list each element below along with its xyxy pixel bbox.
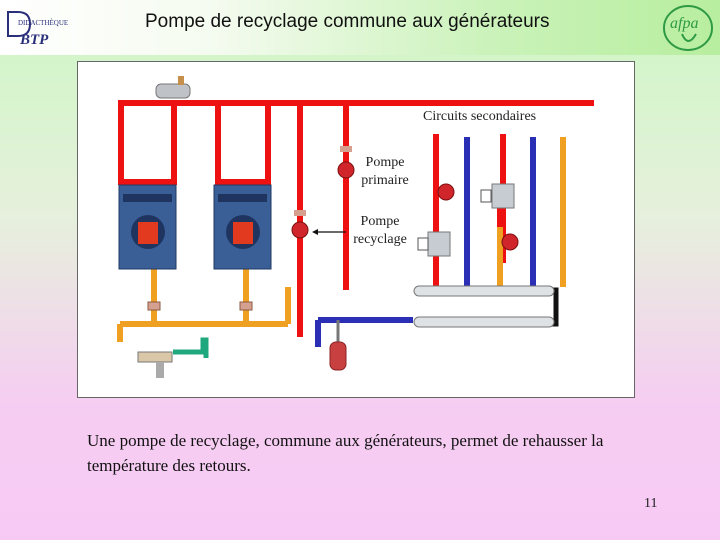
label-primary-pump-line2: primaire bbox=[361, 173, 409, 188]
page-title: Pompe de recyclage commune aux générateu… bbox=[145, 11, 550, 32]
collectors bbox=[413, 285, 555, 328]
top-expansion-vessel bbox=[155, 76, 191, 99]
page-number: 11 bbox=[644, 496, 658, 511]
secondary-pump-1 bbox=[437, 183, 455, 201]
bottom-expansion-vessel bbox=[329, 320, 347, 371]
logo-left-line1: DIDACTHÈQUE bbox=[18, 19, 68, 27]
recycling-pump bbox=[291, 210, 309, 239]
logo-right-text: afpa bbox=[670, 15, 698, 32]
didactheque-btp-logo: DIDACTHÈQUE BTP bbox=[7, 11, 68, 48]
filling-unit bbox=[137, 351, 173, 378]
primary-pump bbox=[337, 146, 355, 179]
logo-left-line2: BTP bbox=[19, 32, 49, 48]
caption: Une pompe de recyclage, commune aux géné… bbox=[87, 431, 604, 475]
three-way-valve-1 bbox=[480, 183, 515, 209]
schematic-svg bbox=[117, 76, 594, 378]
three-way-valve-2 bbox=[417, 231, 451, 257]
afpa-logo: afpa bbox=[663, 5, 713, 51]
hydraulic-diagram: Circuits secondaires Pompe primaire Pomp… bbox=[77, 61, 635, 398]
label-recycling-pump-line1: Pompe bbox=[360, 214, 400, 229]
return-pipes bbox=[117, 137, 566, 342]
label-recycling-pump: Pompe recyclage bbox=[348, 213, 412, 249]
secondary-pump-2 bbox=[501, 233, 519, 251]
header-band bbox=[0, 0, 720, 55]
filling-pipe bbox=[173, 337, 209, 358]
recycling-pump-pointer bbox=[312, 229, 346, 235]
return-valves bbox=[147, 301, 253, 311]
label-primary-pump-line1: Pompe bbox=[365, 155, 405, 170]
boiler-1 bbox=[118, 184, 177, 270]
hot-pipes bbox=[118, 100, 594, 337]
label-recycling-pump-line2: recyclage bbox=[353, 232, 407, 247]
boiler-2 bbox=[213, 184, 272, 270]
label-secondary-circuits: Circuits secondaires bbox=[423, 109, 537, 124]
label-primary-pump: Pompe primaire bbox=[356, 154, 414, 190]
